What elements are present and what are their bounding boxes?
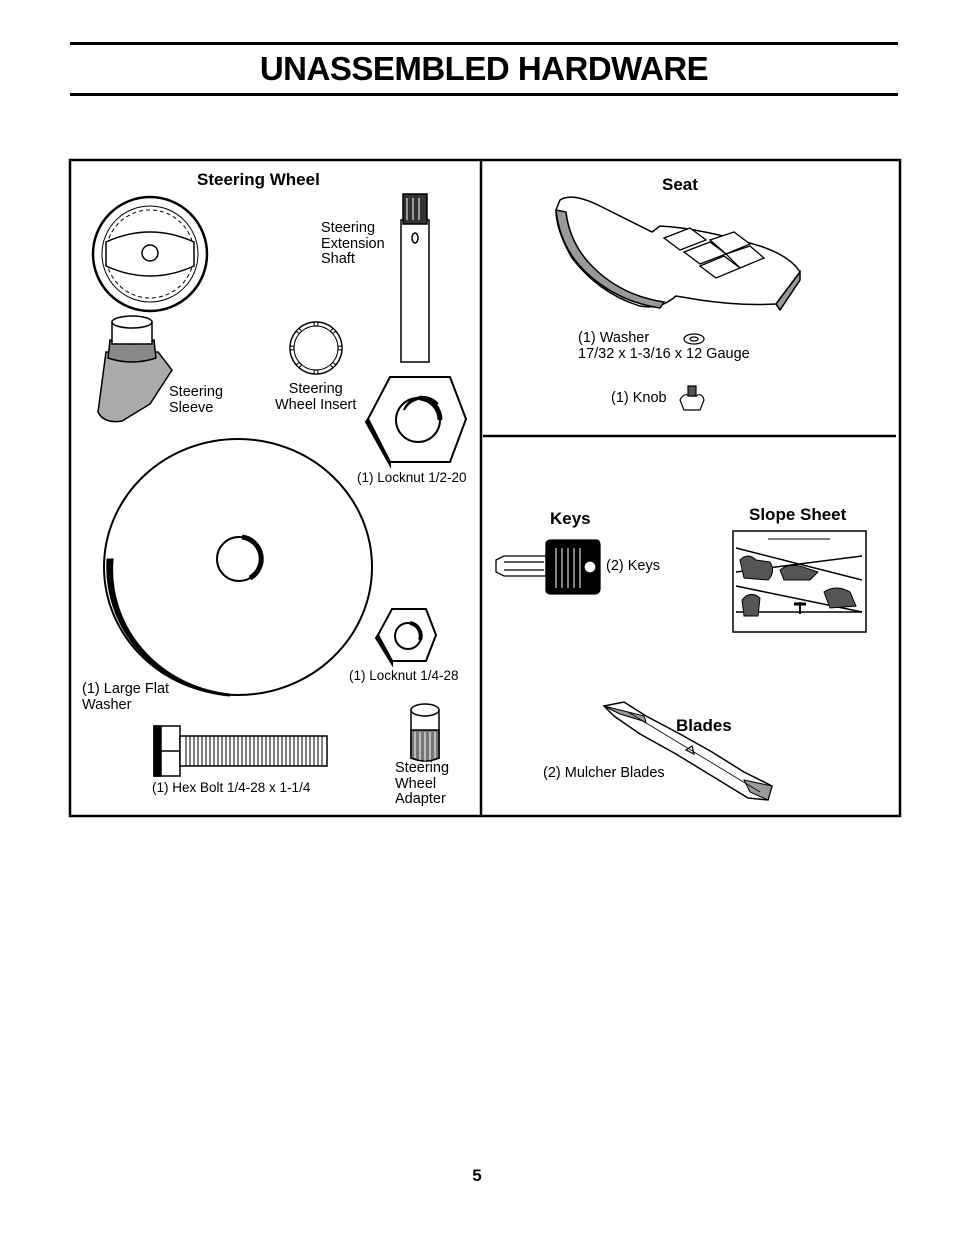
knob-label: (1) Knob bbox=[611, 390, 667, 406]
steering-sleeve-label: Steering Sleeve bbox=[169, 384, 224, 416]
knob-icon bbox=[679, 385, 705, 411]
hex-bolt-label: (1) Hex Bolt 1/4-28 x 1-1/4 bbox=[152, 780, 311, 795]
steering-wheel-icon bbox=[91, 195, 209, 313]
washer-spec: 17/32 x 1-3/16 x 12 Gauge bbox=[578, 346, 750, 362]
large-flat-washer-icon bbox=[103, 438, 373, 697]
steering-extension-shaft-icon bbox=[400, 193, 430, 363]
top-rule bbox=[70, 42, 898, 45]
seat-icon bbox=[555, 196, 801, 312]
mulcher-blade-icon bbox=[602, 701, 773, 801]
locknut-quarter-inch-label: (1) Locknut 1/4-28 bbox=[349, 668, 459, 683]
page-title: UNASSEMBLED HARDWARE bbox=[259, 50, 709, 87]
steering-wheel-insert-label: Steering Wheel Insert bbox=[275, 381, 357, 413]
washer-label: (1) Washer bbox=[578, 330, 650, 346]
locknut-quarter-inch-icon bbox=[374, 608, 438, 668]
steering-wheel-adapter-label: Steering Wheel Adapter bbox=[395, 760, 450, 807]
mulcher-blades-label: (2) Mulcher Blades bbox=[543, 765, 665, 781]
large-flat-washer-label: (1) Large Flat Washer bbox=[82, 681, 170, 713]
seat-heading: Seat bbox=[662, 175, 698, 194]
key-icon bbox=[495, 539, 601, 595]
keys-label: (2) Keys bbox=[606, 558, 660, 574]
locknut-half-inch-icon bbox=[364, 376, 468, 469]
steering-wheel-insert-icon bbox=[289, 321, 343, 375]
steering-wheel-heading: Steering Wheel bbox=[197, 170, 320, 189]
slope-sheet-heading: Slope Sheet bbox=[749, 505, 847, 524]
locknut-half-inch-label: (1) Locknut 1/2-20 bbox=[357, 470, 467, 485]
steering-extension-shaft-label: Steering Extension Shaft bbox=[321, 220, 385, 267]
blades-heading: Blades bbox=[676, 716, 732, 735]
page-number: 5 bbox=[472, 1166, 482, 1185]
title-underline bbox=[70, 93, 898, 96]
hex-bolt-icon bbox=[153, 725, 328, 777]
hardware-frame bbox=[68, 158, 902, 818]
small-washer-icon bbox=[683, 333, 705, 345]
steering-sleeve-icon bbox=[97, 315, 173, 423]
keys-heading: Keys bbox=[550, 509, 591, 528]
slope-sheet-icon bbox=[732, 530, 867, 633]
steering-wheel-adapter-icon bbox=[410, 703, 440, 762]
